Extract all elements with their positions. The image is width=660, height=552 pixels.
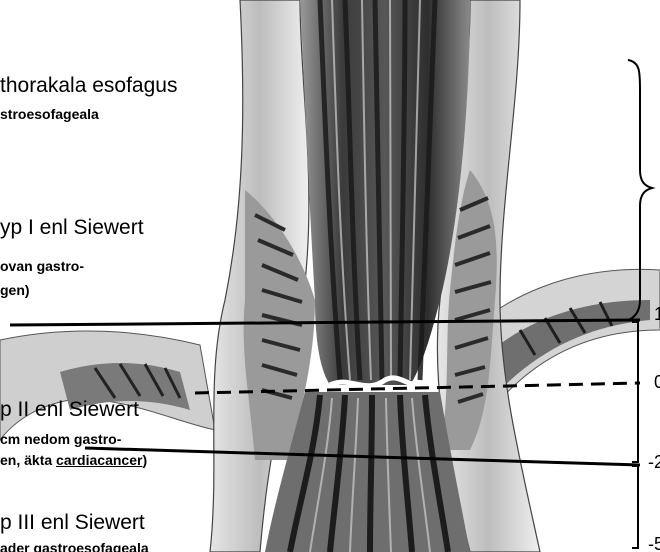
label-type1-sub-1: ovan gastro-	[0, 258, 84, 274]
label-distal-esophagus-sub: stroesofageala	[0, 106, 99, 122]
label-type1-title: yp I enl Siewert	[0, 216, 144, 240]
cardiacancer-link[interactable]: cardiacancer	[56, 452, 142, 468]
label-type2-sub-1: cm nedom gastro-	[0, 431, 121, 447]
label-distal-esophagus-title: thorakala esofagus	[0, 74, 177, 98]
label-type2-sub-2-suffix: )	[142, 452, 147, 468]
label-type2-sub-2: en, äkta cardiacancer)	[0, 452, 147, 468]
scale-tick-1: 1	[654, 304, 660, 325]
bracket-type3	[632, 466, 638, 548]
scale-tick-0: 0	[654, 372, 660, 393]
scale-tick-minus-5: -5	[648, 534, 660, 552]
label-type2-title: p II enl Siewert	[0, 398, 139, 422]
label-type3-sub-1: ader gastroesofageala	[0, 540, 149, 552]
scale-tick-minus-2: -2	[648, 452, 660, 473]
bracket-type2	[632, 322, 638, 462]
label-type2-sub-2-prefix: en, äkta	[0, 452, 56, 468]
label-type3-title: p III enl Siewert	[0, 511, 145, 535]
label-type1-sub-2: gen)	[0, 282, 30, 298]
